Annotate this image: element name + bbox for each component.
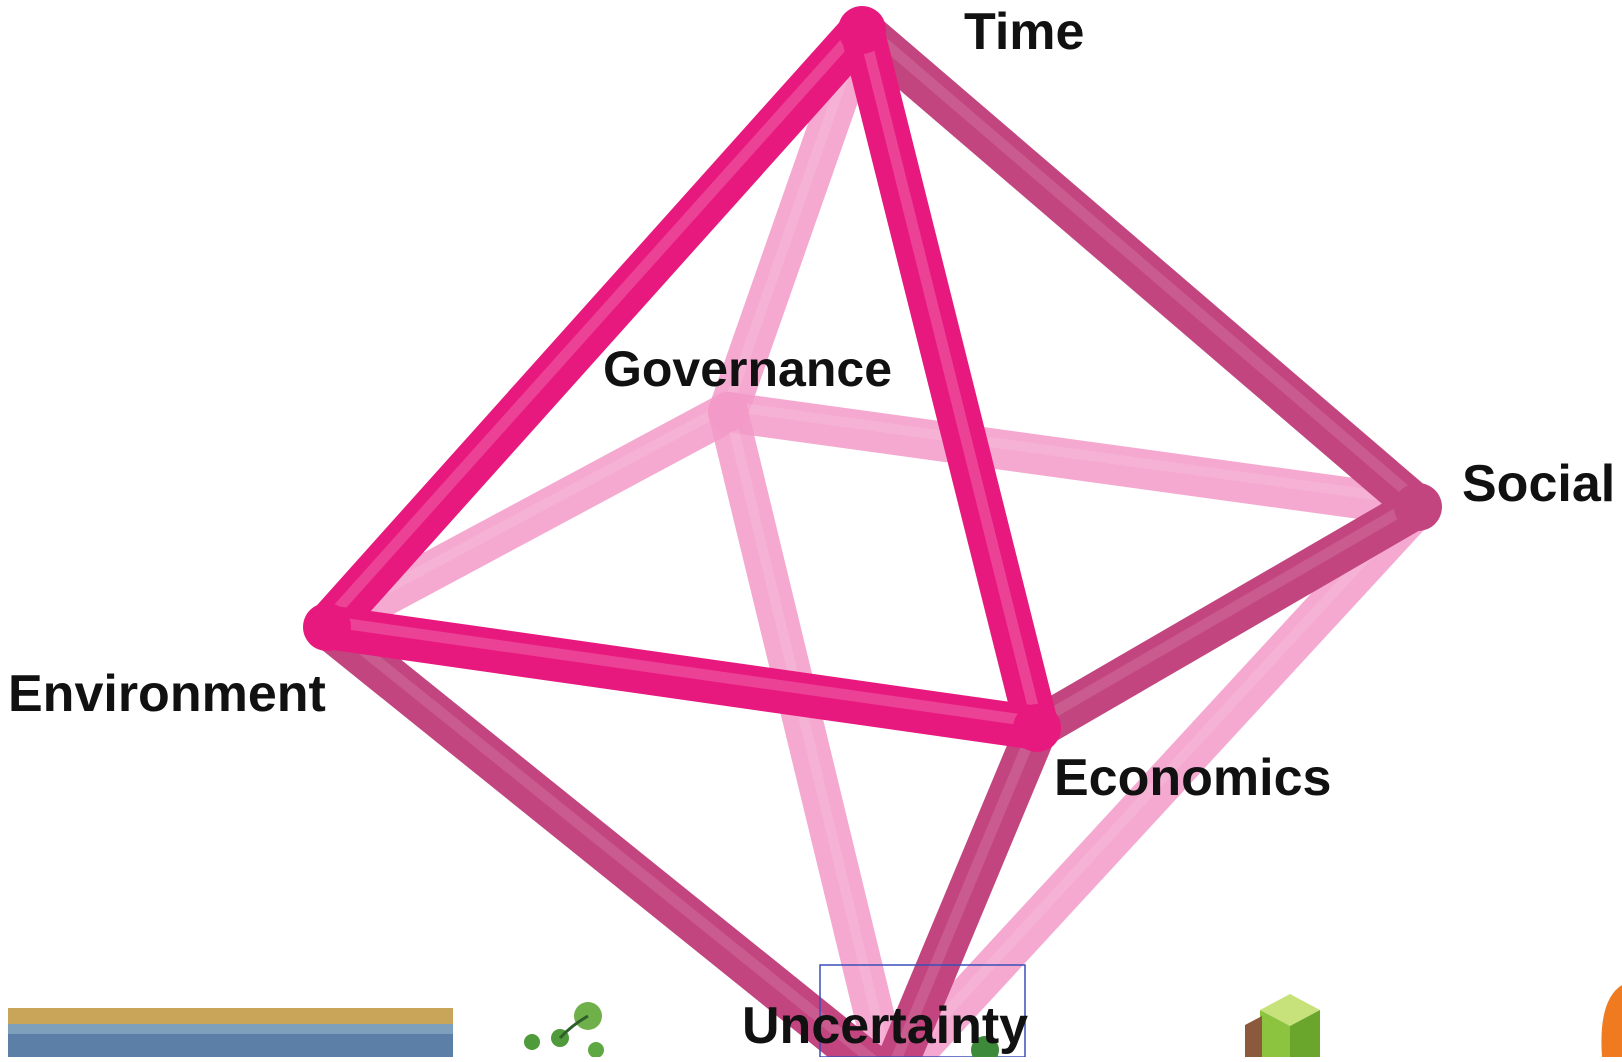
edge-time-governance: [708, 10, 882, 432]
edge-highlight-environment-uncertainty: [321, 615, 884, 1062]
edge-economics-social: [1016, 486, 1439, 749]
vertex-joint-governance: [708, 392, 748, 432]
edge-highlight-social-uncertainty: [894, 496, 1423, 1062]
edge-highlight-governance-social: [723, 401, 1423, 506]
tree-sprout-thumbnail: [524, 1002, 604, 1058]
edge-economics-uncertainty: [874, 707, 1058, 1062]
edge-highlight-economics-social: [1031, 495, 1424, 728]
vertex-joint-economics: [1013, 704, 1061, 752]
vertex-joint-time: [838, 6, 886, 54]
vertex-joint-environment: [303, 603, 351, 651]
edge-highlight-economics-uncertainty: [889, 716, 1043, 1062]
vertex-label-environment: Environment: [8, 665, 326, 723]
vertex-label-time: Time: [964, 3, 1085, 61]
edge-governance-social: [708, 392, 1438, 527]
vertex-label-social: Social: [1462, 455, 1616, 513]
edge-highlight-environment-economics: [321, 615, 1043, 728]
edge-environment-economics: [305, 605, 1059, 750]
water-landscape-thumbnail: [8, 1008, 453, 1057]
vertex-label-uncertainty: Uncertainty: [742, 997, 1029, 1055]
edge-time-economics: [840, 8, 1059, 750]
edge-highlight-time-social: [856, 18, 1424, 507]
edge-highlight-time-economics: [856, 18, 1043, 728]
vertex-label-economics: Economics: [1054, 749, 1332, 807]
edge-governance-uncertainty: [708, 392, 907, 1062]
vertex-label-governance: Governance: [603, 341, 893, 397]
edge-environment-uncertainty: [306, 606, 902, 1062]
edge-governance-environment: [307, 392, 748, 647]
edge-time-social: [841, 9, 1439, 528]
orange-shape-thumbnail: [1601, 985, 1622, 1057]
edge-highlight-governance-uncertainty: [723, 401, 893, 1062]
green-cube-thumbnail: [1245, 994, 1320, 1057]
edge-highlight-time-environment: [321, 18, 868, 627]
edge-time-environment: [305, 8, 884, 649]
edge-social-uncertainty: [879, 487, 1438, 1062]
vertex-joint-social: [1394, 483, 1442, 531]
